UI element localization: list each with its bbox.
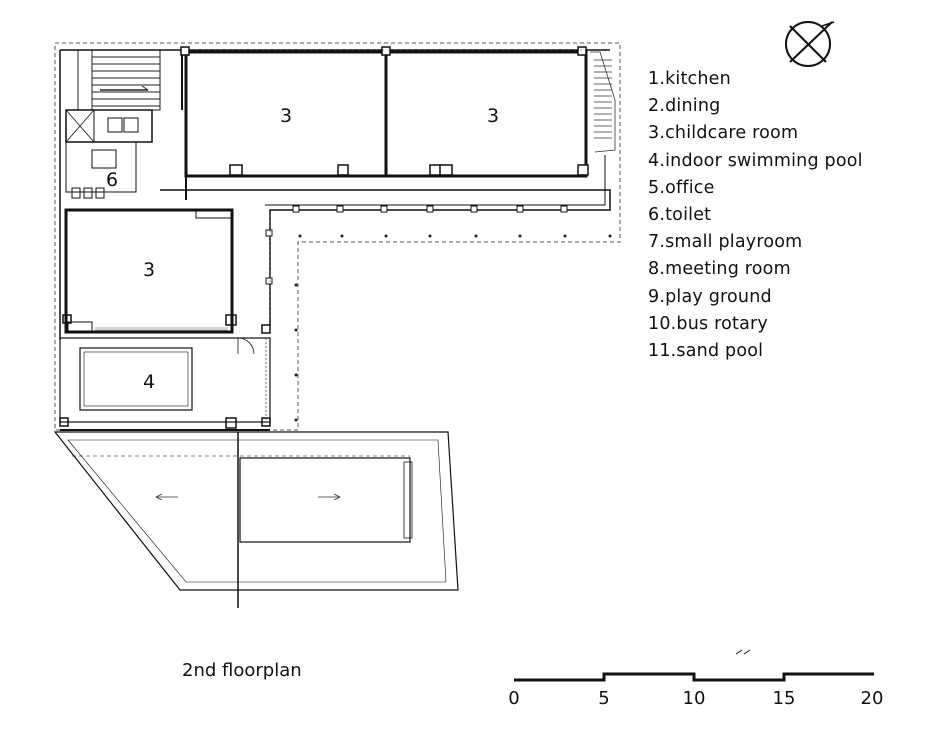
- scale-tick-label: 5: [598, 688, 610, 709]
- room-label-pool: 4: [143, 371, 155, 393]
- legend-item: 4.indoor swimming pool: [648, 150, 863, 171]
- legend-item: 10.bus rotary: [648, 313, 768, 334]
- legend-item: 7.small playroom: [648, 232, 803, 253]
- plan-caption: 2nd floorplan: [182, 660, 302, 681]
- scale-tick-label: 20: [860, 688, 884, 709]
- room-label-childcare-1: 3: [280, 105, 292, 127]
- toilet-block: [65, 109, 153, 199]
- legend-item: 8.meeting room: [648, 259, 791, 280]
- roof-arrows: [155, 493, 341, 501]
- scale-tick-label: 0: [508, 688, 520, 709]
- corridor-posts: [265, 205, 568, 285]
- roof-edge-dots: [294, 234, 612, 422]
- lower-roof: [53, 429, 459, 608]
- upper-wing-walls: [59, 49, 611, 340]
- staircase: [77, 49, 161, 111]
- columns: [59, 46, 589, 429]
- legend-item: 6.toilet: [648, 205, 712, 226]
- room-label-toilet: 6: [106, 169, 118, 191]
- legend-item: 5.office: [648, 177, 715, 198]
- room-label-childcare-3: 3: [143, 259, 155, 281]
- scale-tick-label: 15: [772, 688, 796, 709]
- pool-hall: [59, 337, 271, 423]
- lower-childcare-walls: [64, 208, 234, 334]
- legend-item: 1.kitchen: [648, 69, 731, 89]
- roof-outline: [54, 42, 621, 431]
- scale-bar: [514, 649, 874, 682]
- legend-item: 9.play ground: [648, 286, 772, 307]
- room-legend: 1.kitchen 2.dining 3.childcare room 4.in…: [648, 66, 863, 365]
- room-label-childcare-2: 3: [487, 105, 499, 127]
- legend-item: 11.sand pool: [648, 341, 764, 362]
- scale-tick-label: 10: [682, 688, 706, 709]
- wall-hatching: [95, 49, 582, 331]
- legend-item: 3.childcare room: [648, 123, 799, 144]
- east-steps: [590, 51, 616, 153]
- legend-item: 2.dining: [648, 96, 721, 117]
- north-arrow-icon: [785, 21, 835, 67]
